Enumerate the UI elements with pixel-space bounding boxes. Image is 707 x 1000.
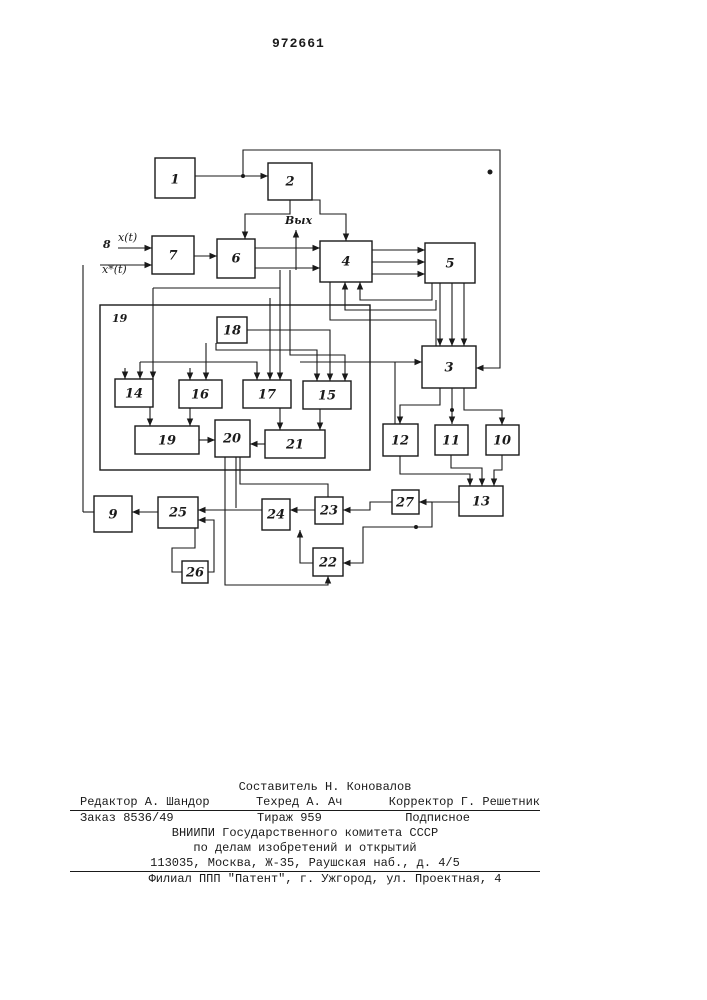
block-26: 26	[182, 561, 208, 583]
block-16: 16	[179, 380, 222, 408]
block-10: 10	[486, 425, 519, 455]
block-2: 2	[268, 163, 312, 200]
block-20-label: 20	[222, 432, 241, 447]
block-24: 24	[262, 499, 290, 530]
footer-editor: Редактор А. Шандор	[80, 795, 210, 810]
block-11-label: 11	[442, 434, 460, 449]
block-13: 13	[459, 486, 503, 516]
block-12-label: 12	[391, 434, 409, 449]
frame-19-label: 19	[112, 312, 128, 325]
footer-corrector: Корректор Г. Решетник	[389, 795, 540, 810]
block-13-label: 13	[472, 495, 490, 510]
block-21: 21	[265, 430, 325, 458]
output-label: Вых	[284, 214, 312, 227]
block-6-label: 6	[231, 252, 240, 267]
x-signal-label: x(t)	[118, 231, 137, 244]
block-19-label: 19	[158, 434, 176, 449]
block-26-label: 26	[185, 566, 204, 581]
block-20: 20	[215, 420, 250, 457]
block-7-label: 7	[168, 249, 177, 264]
block-9-label: 9	[108, 508, 117, 523]
block-22: 22	[313, 548, 343, 576]
block-12: 12	[383, 424, 418, 456]
block-14-label: 14	[125, 387, 143, 402]
footer-circulation: Тираж 959	[257, 811, 322, 826]
block-2-label: 2	[284, 175, 294, 190]
block-22-label: 22	[318, 556, 337, 571]
block-14: 14	[115, 379, 153, 407]
block-3: 3	[422, 346, 476, 388]
block-27-label: 27	[395, 496, 414, 511]
block-5: 5	[425, 243, 475, 283]
block-15: 15	[303, 381, 351, 409]
footer-branch: Филиал ППП "Патент", г. Ужгород, ул. Про…	[70, 872, 540, 887]
footer: Составитель Н. Коновалов Редактор А. Шан…	[70, 780, 540, 887]
block-18-label: 18	[223, 324, 241, 339]
block-17: 17	[243, 380, 291, 408]
footer-address: 113035, Москва, Ж-35, Раушская наб., д. …	[70, 856, 540, 872]
footer-order-row: Заказ 8536/49 Тираж 959 Подписное	[70, 811, 540, 826]
footer-subscription: Подписное	[405, 811, 470, 826]
block-5-label: 5	[445, 257, 454, 272]
footer-compiler: Составитель Н. Коновалов	[70, 780, 540, 795]
block-24-label: 24	[266, 508, 285, 523]
block-25-label: 25	[168, 506, 187, 521]
block-4-label: 4	[341, 255, 350, 270]
footer-order: Заказ 8536/49	[80, 811, 174, 826]
footer-org2: по делам изобретений и открытий	[70, 841, 540, 856]
block-4: 4	[320, 241, 372, 282]
block-11: 11	[435, 425, 468, 455]
block-21-label: 21	[285, 438, 304, 453]
footer-techred: Техред А. Ач	[256, 795, 342, 810]
footer-org1: ВНИИПИ Государственного комитета СССР	[70, 826, 540, 841]
block-17-label: 17	[258, 388, 276, 403]
block-3-label: 3	[444, 361, 453, 376]
block-9: 9	[94, 496, 132, 532]
block-27: 27	[392, 490, 419, 514]
block-18: 18	[217, 317, 247, 343]
block-15-label: 15	[318, 389, 336, 404]
block-diagram: 1 2 3 4 5 6 7 9 10 11 12 13 14 15 16 17 …	[0, 0, 707, 760]
block-7: 7	[152, 236, 194, 274]
block-10-label: 10	[493, 434, 511, 449]
block-23: 23	[315, 497, 343, 524]
block-16-label: 16	[191, 388, 209, 403]
block-1: 1	[155, 158, 195, 198]
block-6: 6	[217, 239, 255, 278]
block-25: 25	[158, 497, 198, 528]
block-1-label: 1	[170, 173, 179, 188]
footer-staff-row: Редактор А. Шандор Техред А. Ач Корректо…	[70, 795, 540, 811]
input-number-label: 8	[103, 238, 111, 251]
block-19: 19	[135, 426, 199, 454]
block-23-label: 23	[319, 504, 338, 519]
